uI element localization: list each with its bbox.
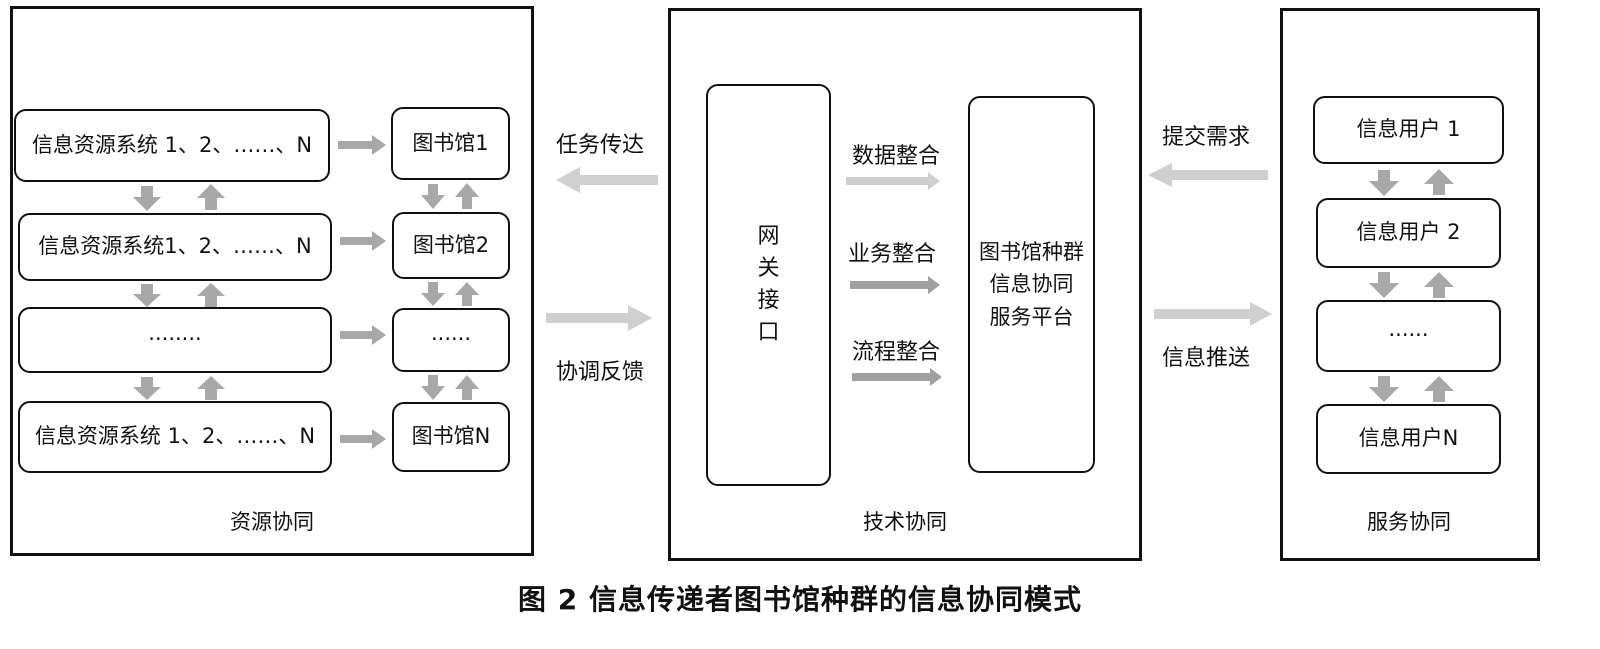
task-delivery-label: 任务传达: [556, 133, 645, 158]
service-panel-title: 服务协同: [1367, 510, 1451, 534]
gateway-interface-box: 网 关 接 口: [706, 84, 831, 486]
right-arrow-icon: [546, 305, 652, 331]
resource-system-label: ········: [148, 327, 202, 352]
resource-panel-title: 资源协同: [230, 510, 314, 534]
gateway-char: 关: [757, 256, 780, 282]
right-arrow-icon: [1154, 302, 1272, 326]
service-panel: [1280, 8, 1540, 561]
resource-system-box-2: 信息资源系统1、2、……、N: [18, 213, 332, 281]
gateway-char: 口: [757, 319, 780, 345]
library-box-1: 图书馆1: [391, 107, 510, 180]
info-push-label: 信息推送: [1162, 346, 1251, 371]
coordination-feedback-label: 协调反馈: [556, 360, 645, 385]
resource-system-box-1: 信息资源系统 1、2、……、N: [14, 109, 330, 182]
gateway-char: 网: [757, 224, 780, 250]
user-box-3: ······: [1316, 300, 1501, 372]
library-label: 图书馆N: [411, 424, 491, 449]
library-box-3: ······: [392, 308, 510, 372]
service-platform-box: 图书馆种群 信息协同 服务平台: [968, 96, 1095, 473]
resource-panel: [10, 6, 534, 556]
library-box-4: 图书馆N: [392, 402, 510, 472]
library-label: 图书馆2: [412, 232, 490, 257]
user-box-2: 信息用户 2: [1316, 198, 1501, 268]
user-label: 信息用户 1: [1356, 117, 1461, 142]
tech-panel-title: 技术协同: [863, 510, 947, 534]
user-label: 信息用户N: [1358, 426, 1459, 451]
library-label: ······: [430, 327, 472, 352]
library-box-2: 图书馆2: [392, 212, 510, 279]
platform-line: 服务平台: [989, 304, 1074, 329]
gateway-char: 接: [757, 288, 780, 313]
resource-system-box-3: ········: [18, 307, 332, 373]
library-label: 图书馆1: [412, 130, 489, 155]
resource-system-label: 信息资源系统1、2、……、N: [38, 234, 312, 259]
resource-system-box-4: 信息资源系统 1、2、……、N: [18, 401, 332, 473]
left-arrow-icon: [556, 167, 658, 193]
process-integration-label: 流程整合: [852, 340, 941, 365]
business-integration-label: 业务整合: [848, 242, 937, 267]
resource-system-label: 信息资源系统 1、2、……、N: [34, 424, 316, 449]
left-arrow-icon: [1148, 163, 1268, 187]
user-label: ······: [1388, 323, 1429, 348]
submit-request-label: 提交需求: [1162, 125, 1251, 150]
platform-line: 图书馆种群: [979, 239, 1084, 264]
figure-caption: 图 2 信息传递者图书馆种群的信息协同模式: [518, 583, 1082, 616]
user-box-1: 信息用户 1: [1313, 96, 1504, 164]
user-label: 信息用户 2: [1356, 220, 1461, 245]
resource-system-label: 信息资源系统 1、2、……、N: [31, 132, 313, 157]
data-integration-label: 数据整合: [852, 144, 941, 169]
platform-line: 信息协同: [989, 272, 1074, 297]
user-box-4: 信息用户N: [1316, 404, 1501, 474]
